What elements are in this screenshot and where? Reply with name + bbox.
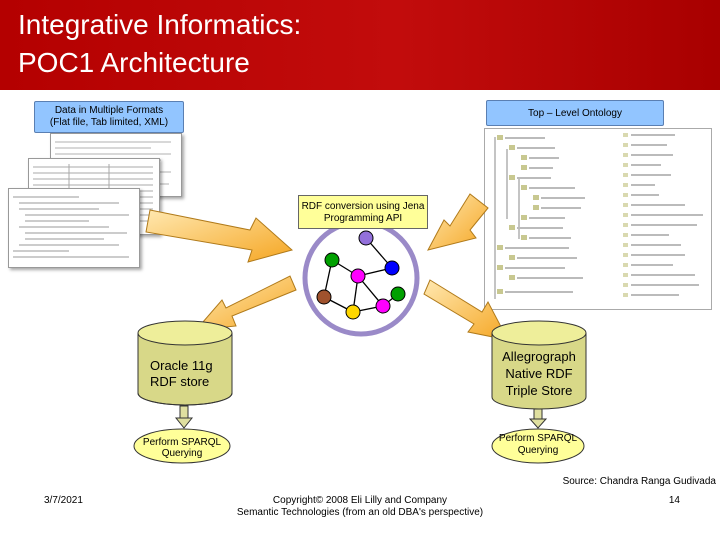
document-thumbnail-front bbox=[8, 188, 140, 268]
graph-node-7 bbox=[345, 304, 361, 320]
graph-node-6 bbox=[375, 298, 391, 314]
graph-node-2 bbox=[350, 268, 366, 284]
footer-copyright: Copyright© 2008 Eli Lilly and Company Se… bbox=[236, 495, 484, 518]
graph-node-8 bbox=[358, 230, 374, 246]
allegrograph-store-label: Allegrograph Native RDF Triple Store bbox=[502, 349, 576, 398]
arrow-rdf-to-oracle bbox=[194, 275, 297, 331]
graph-node-3 bbox=[384, 260, 400, 276]
allegrograph-cylinder-icon bbox=[491, 320, 587, 410]
arrow-allegrograph-to-sparql bbox=[528, 408, 548, 429]
oracle-cylinder-icon bbox=[137, 320, 233, 406]
arrow-rdf-to-allegrograph bbox=[423, 279, 509, 341]
footer-date: 3/7/2021 bbox=[44, 495, 83, 506]
sparql-left-label: Perform SPARQL Querying bbox=[142, 437, 222, 459]
oracle-store-label: Oracle 11g RDF store bbox=[150, 358, 213, 389]
arrow-oracle-to-sparql bbox=[174, 405, 194, 429]
title-bar: Integrative Informatics: POC1 Architectu… bbox=[0, 0, 720, 90]
source-credit: Source: Chandra Ranga Gudivada bbox=[562, 476, 716, 487]
slide-title: Integrative Informatics: POC1 Architectu… bbox=[18, 9, 302, 78]
graph-node-1 bbox=[324, 252, 340, 268]
graph-node-4 bbox=[390, 286, 406, 302]
document-xml-icon bbox=[13, 196, 129, 258]
arrow-docs-to-rdf bbox=[145, 209, 294, 263]
ontology-label: Top – Level Ontology bbox=[486, 100, 664, 126]
sparql-right-label: Perform SPARQL Querying bbox=[498, 433, 578, 456]
data-formats-label: Data in Multiple Formats (Flat file, Tab… bbox=[34, 101, 184, 133]
rdf-graph-icon bbox=[302, 219, 420, 337]
sparql-left-ellipse bbox=[133, 428, 231, 464]
graph-node-5 bbox=[316, 289, 332, 305]
arrow-ontology-to-rdf bbox=[427, 193, 489, 251]
ontology-tree-screenshot bbox=[484, 128, 712, 310]
rdf-conversion-label: RDF conversion using Jena Programming AP… bbox=[298, 195, 428, 229]
page-number: 14 bbox=[668, 495, 680, 506]
ontology-tree-icon bbox=[494, 133, 703, 299]
sparql-right-ellipse bbox=[491, 428, 585, 464]
